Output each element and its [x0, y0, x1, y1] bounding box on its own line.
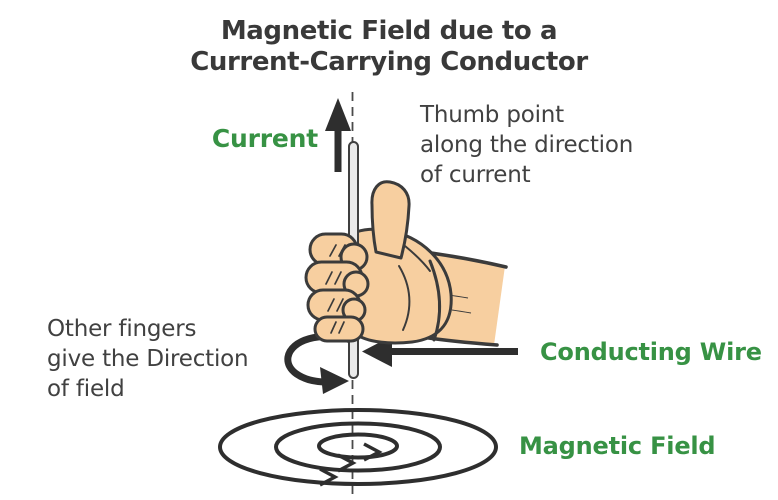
fingers-note-line2: give the Direction — [47, 346, 249, 372]
fingers-note-line1: Other fingers — [47, 316, 197, 342]
thumb-web-crease — [404, 245, 431, 272]
thumb-note-line2: along the direction — [420, 132, 634, 158]
magnetic-field-loops-icon — [218, 408, 498, 487]
palm-crease — [398, 265, 411, 331]
fist-fingers — [304, 232, 370, 343]
thumb-note-line3: of current — [420, 162, 531, 188]
thumb-note: Thumb point along the direction of curre… — [420, 100, 720, 190]
current-up-arrow-icon — [325, 98, 351, 172]
wrist-crease — [451, 309, 472, 314]
conducting-wire-label: Conducting Wire — [540, 338, 762, 366]
fingers-note: Other fingers give the Direction of fiel… — [47, 314, 347, 404]
fingers-note-line3: of field — [47, 376, 125, 402]
page-title-line2: Current-Carrying Conductor — [190, 47, 588, 77]
wrist-inner-curve — [428, 259, 442, 342]
page-title: Magnetic Field due to a Current-Carrying… — [0, 16, 778, 78]
magnetic-field-label: Magnetic Field — [519, 432, 716, 460]
finger-creases — [325, 244, 346, 334]
right-hand-illustration — [342, 227, 508, 347]
page-title-line1: Magnetic Field due to a — [220, 16, 558, 46]
current-label: Current — [211, 124, 318, 153]
thumb — [370, 180, 431, 272]
field-direction-chevron-icons — [319, 442, 383, 487]
thumb-note-line1: Thumb point — [420, 102, 564, 128]
